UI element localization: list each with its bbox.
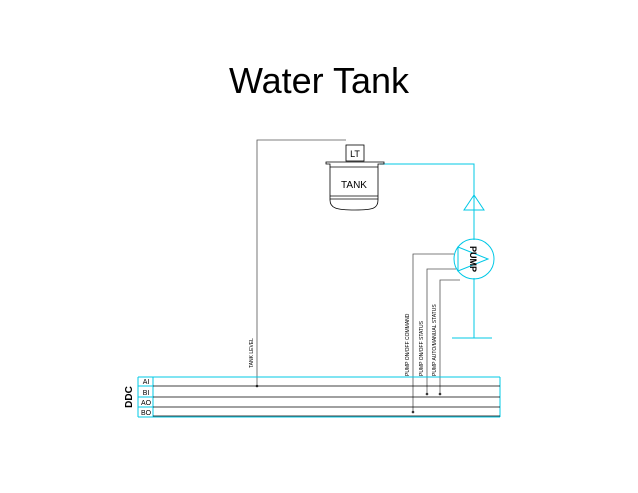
pump: PUMP (453, 238, 495, 280)
ddc-row-ai: AI (143, 379, 150, 386)
tank-level-wire (256, 139, 346, 386)
pump-label: PUMP (468, 246, 478, 272)
ddc-label: DDC (124, 386, 135, 408)
pump-auto-manual-wire (439, 279, 460, 394)
tank-label: TANK (341, 180, 367, 191)
pump-auto-manual-label: PUMP AUTO/MANUAL STATUS (432, 304, 438, 376)
level-transmitter-label: LT (350, 149, 360, 159)
pump-command-label: PUMP ON/OFF COMMAND (405, 313, 411, 376)
ddc-panel: AI BI AO BO DDC (124, 376, 501, 418)
signal-wires (255, 139, 460, 414)
ddc-row-bi: BI (143, 390, 150, 397)
ddc-row-ao: AO (141, 400, 152, 407)
tank-level-label: TANK LEVEL (249, 338, 255, 368)
pump-status-wire (426, 268, 456, 394)
supply-pipe (380, 163, 492, 339)
pump-status-label: PUMP ON/OFF STATUS (419, 320, 425, 376)
pump-command-wire (412, 253, 454, 412)
tank: LT TANK (325, 144, 385, 211)
page-title: Water Tank (228, 60, 410, 101)
check-valve (463, 194, 485, 211)
ddc-row-bo: BO (141, 410, 152, 417)
